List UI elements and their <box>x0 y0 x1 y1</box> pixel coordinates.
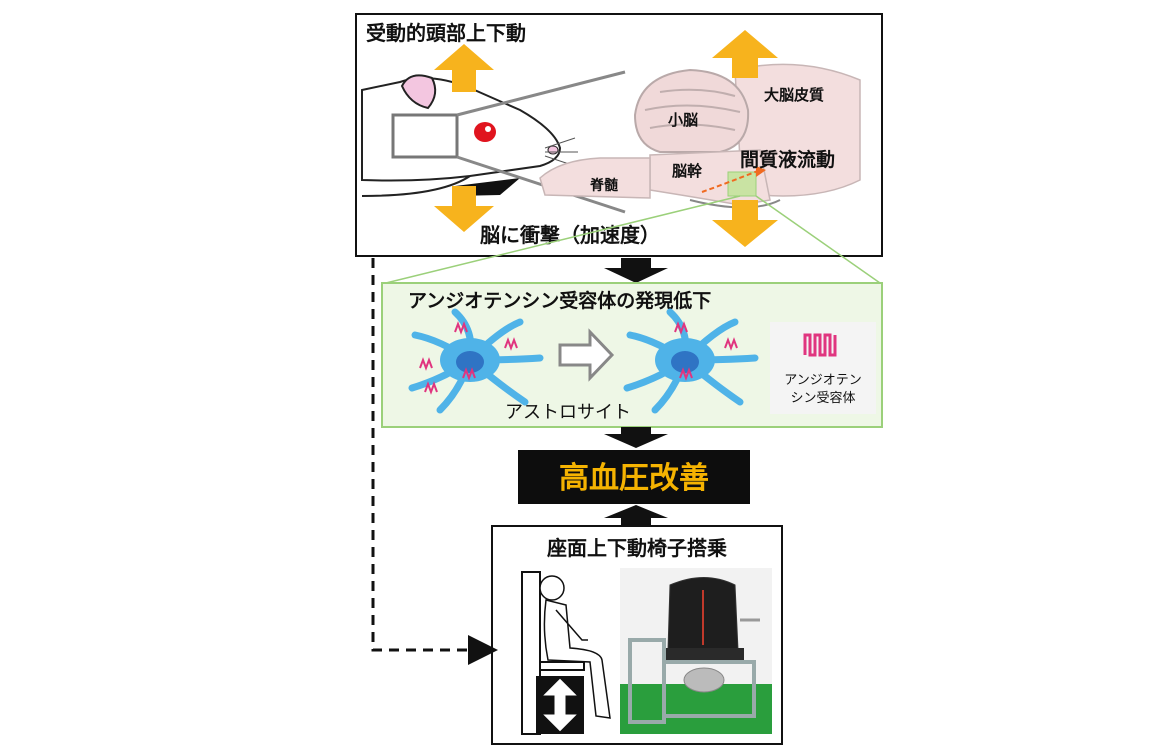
bottom-panel-title: 座面上下動椅子搭乗 <box>547 536 727 560</box>
cerebellum-label: 小脳 <box>668 111 698 129</box>
receptors-after <box>674 321 738 381</box>
arrow-bottom-to-result <box>604 505 668 526</box>
receptor-icon <box>803 333 837 357</box>
legend-line-1: アンジオテン <box>784 373 861 388</box>
arrow-middle-to-result <box>604 427 668 448</box>
dashed-link-arrow <box>371 258 498 665</box>
chair-photo <box>620 568 772 734</box>
astrocyte-after <box>623 308 759 414</box>
arrow-top-to-middle <box>604 258 668 283</box>
legend-line-2: シン受容体 <box>790 390 855 406</box>
astrocyte-before <box>408 308 544 414</box>
brainstem-label: 脳幹 <box>672 162 703 180</box>
receptors-before <box>419 321 518 395</box>
seated-person-schematic <box>521 571 611 735</box>
result-label: 高血圧改善 <box>559 461 709 496</box>
brain-motion-arrows <box>712 30 778 247</box>
rat-motion-arrows <box>434 44 494 232</box>
bottom-panel: 座面上下動椅子搭乗 <box>491 525 783 745</box>
change-arrow <box>558 328 615 382</box>
interstitial-flow-label: 間質液流動 <box>740 148 835 171</box>
result-box: 高血圧改善 <box>518 450 750 504</box>
top-panel-title: 受動的頭部上下動 <box>366 21 526 45</box>
receptor-legend: アンジオテン シン受容体 <box>770 322 876 414</box>
top-panel: 受動的頭部上下動 <box>355 13 883 257</box>
middle-panel-title: アンジオテンシン受容体の発現低下 <box>408 289 711 312</box>
impact-label: 脳に衝撃（加速度） <box>479 223 660 247</box>
spinal-cord-label: 脊髄 <box>589 177 619 194</box>
zoom-line-right <box>755 195 881 284</box>
cerebral-cortex-label: 大脳皮質 <box>764 86 824 104</box>
middle-panel: アンジオテンシン受容体の発現低下 <box>381 282 883 428</box>
zoom-line-left <box>385 195 741 284</box>
astrocyte-label: アストロサイト <box>505 402 631 423</box>
rat-illustration <box>361 70 626 214</box>
